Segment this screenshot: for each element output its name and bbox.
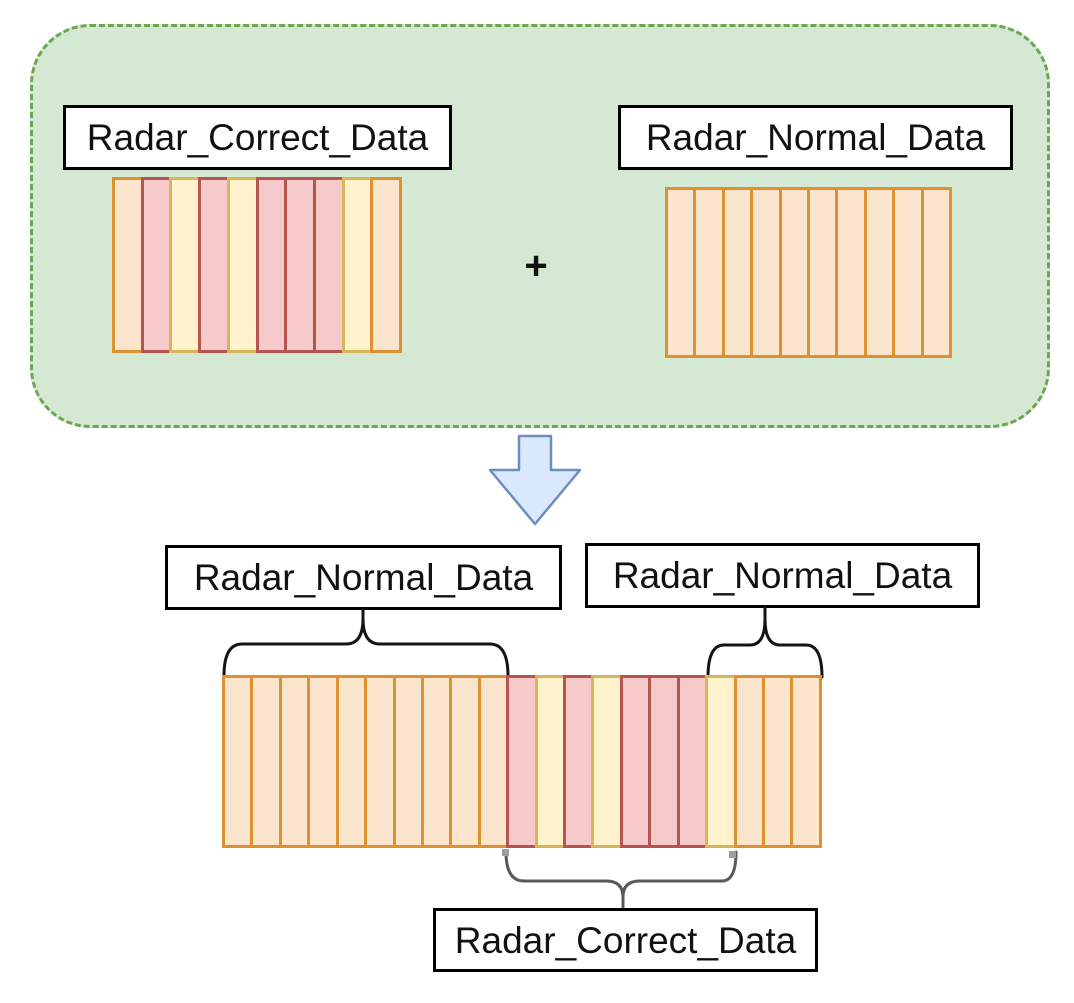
stripe-pink [563,675,595,848]
stripe-peach [665,187,697,358]
stripe-pink [648,675,680,848]
stripe-peach [762,675,794,848]
correct-data-bar [112,177,403,353]
stripe-peach [693,187,725,358]
stripe-cream [591,675,623,848]
stripe-peach [807,187,839,358]
stripe-cream [341,177,374,353]
stripe-peach [835,187,867,358]
stripe-pink [284,177,316,353]
stripe-cream [226,177,259,353]
stripe-peach [278,675,311,848]
stripe-cream [169,177,202,353]
stripe-cream [705,675,737,848]
stripe-peach [420,675,453,848]
label-text: Radar_Correct_Data [86,117,429,158]
plus-operator: + [524,243,548,288]
stripe-peach [790,675,822,848]
brace-correct-bottom [504,850,738,909]
brace-normal-right [706,606,824,679]
stripe-peach [892,187,924,358]
label-radar-normal-data-bottom-right: Radar_Normal_Data [585,543,980,608]
label-radar-normal-data-top: Radar_Normal_Data [618,105,1013,170]
label-text: Radar_Normal_Data [612,555,953,596]
stripe-peach [335,675,368,848]
label-radar-normal-data-bottom-left: Radar_Normal_Data [165,545,562,610]
handle-dot [502,849,509,856]
stripe-peach [733,675,766,848]
stripe-peach [920,187,953,358]
label-radar-correct-data-top: Radar_Correct_Data [63,105,452,170]
stripe-peach [778,187,811,358]
label-text: Radar_Correct_Data [454,919,797,961]
handle-dot [729,851,736,858]
stripe-peach [370,177,403,353]
merged-data-bar [222,675,822,848]
stripe-pink [255,177,288,353]
stripe-peach [863,187,896,358]
stripe-pink [676,675,709,848]
stripe-peach [250,675,282,848]
stripe-peach [750,187,782,358]
stripe-peach [449,675,481,848]
brace-normal-left [222,608,510,678]
stripe-peach [721,187,754,358]
stripe-peach [477,675,510,848]
label-text: Radar_Normal_Data [645,117,986,158]
stripe-pink [619,675,652,848]
down-arrow-icon [488,434,582,526]
stripe-peach [307,675,339,848]
stripe-peach [364,675,396,848]
label-text: Radar_Normal_Data [193,557,534,598]
stripe-cream [534,675,567,848]
stripe-peach [392,675,424,848]
stripe-pink [140,177,173,353]
stripe-pink [506,675,538,848]
label-radar-correct-data-bottom: Radar_Correct_Data [433,908,818,972]
normal-data-bar [665,187,953,358]
stripe-peach [112,177,144,353]
stripe-pink [198,177,230,353]
stripe-pink [312,177,345,353]
stripe-peach [222,675,254,848]
